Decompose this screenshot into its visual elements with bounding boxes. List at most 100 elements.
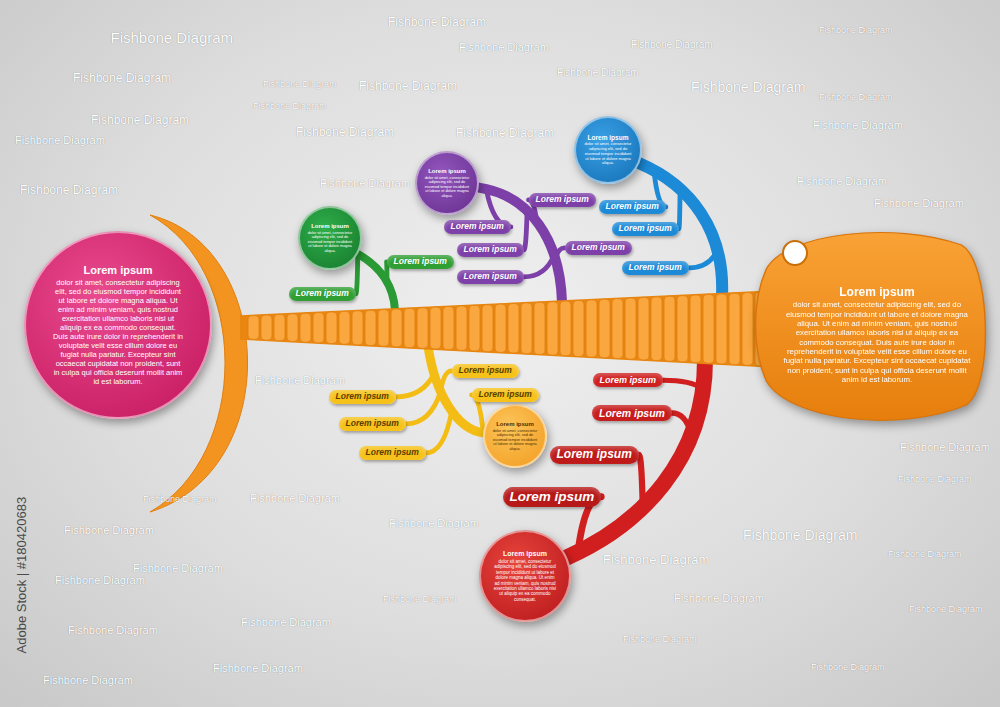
pill-label: Lorem ipsum — [557, 447, 632, 461]
cause-pill: Lorem ipsum — [339, 417, 406, 431]
watermark: Fishbone Diagram — [909, 605, 983, 615]
fish-head: Lorem ipsumdolor sit amet, consectetur a… — [752, 225, 990, 425]
watermark: Fishbone Diagram — [91, 114, 189, 127]
spine-segment — [365, 310, 376, 345]
cause-pill: Lorem ipsum — [387, 255, 454, 269]
watermark: Fishbone Diagram — [111, 30, 234, 47]
bone-twig — [358, 254, 387, 282]
spine-segment — [417, 308, 428, 349]
pill-label: Lorem ipsum — [336, 391, 389, 401]
spine-segment — [248, 316, 259, 340]
cause-pill: Lorem ipsum — [622, 261, 689, 275]
branch-circle: Lorem ipsumdolor sit amet, consectetur a… — [483, 404, 547, 468]
pill-label: Lorem ipsum — [619, 223, 672, 233]
watermark: Fishbone Diagram — [43, 674, 133, 686]
watermark: Fishbone Diagram — [213, 662, 303, 674]
watermark: Fishbone Diagram — [388, 16, 486, 29]
spine-segment — [651, 297, 662, 361]
spine-segment — [261, 315, 272, 340]
node-body: dolor sit amet, consectetur adipiscing e… — [425, 176, 470, 199]
cause-pill: Lorem ipsum — [457, 270, 524, 284]
watermark: Fishbone Diagram — [255, 374, 345, 386]
cause-pill: Lorem ipsum — [550, 446, 639, 464]
head-text: Lorem ipsumdolor sit amet, consectetur a… — [783, 286, 971, 385]
spine-segment — [677, 296, 688, 362]
spine-segment — [495, 304, 506, 352]
pill-label: Lorem ipsum — [346, 418, 399, 428]
watermark: Fishbone Diagram — [456, 127, 554, 140]
watermark: Fishbone Diagram — [15, 134, 105, 146]
spine-segment — [508, 303, 519, 353]
spine-segment — [274, 314, 285, 340]
watermark: Fishbone Diagram — [143, 495, 217, 505]
node-body: dolor sit amet, consectetur adipiscing e… — [308, 231, 353, 254]
pill-label: Lorem ipsum — [606, 201, 659, 211]
spine-segment — [482, 305, 493, 352]
spine-segment — [326, 312, 337, 344]
watermark: Fishbone Diagram — [253, 102, 327, 112]
watermark: Fishbone Diagram — [603, 553, 709, 567]
pill-label: Lorem ipsum — [296, 288, 349, 298]
node-body: dolor sit amet, consectetur adipiscing e… — [52, 278, 184, 386]
spine-segment — [638, 297, 649, 360]
spine-segment — [300, 313, 311, 342]
pill-label: Lorem ipsum — [464, 244, 517, 254]
spine-body — [240, 291, 768, 368]
watermark: Fishbone Diagram — [819, 93, 893, 103]
node-body: dolor sit amet, consectetur adipiscing e… — [493, 559, 557, 602]
watermark: Fishbone Diagram — [557, 67, 639, 78]
branch-circle: Lorem ipsumdolor sit amet, consectetur a… — [24, 231, 212, 419]
fish-eye — [782, 240, 808, 266]
spine-segment — [599, 299, 610, 358]
cause-pill: Lorem ipsum — [457, 243, 524, 257]
circle-text: Lorem ipsumdolor sit amet, consectetur a… — [493, 550, 557, 602]
watermark: Fishbone Diagram — [691, 80, 805, 95]
spine-segment — [703, 294, 714, 363]
branch-circle: Lorem ipsumdolor sit amet, consectetur a… — [298, 206, 362, 270]
pill-label: Lorem ipsum — [599, 407, 665, 419]
watermark: Fishbone Diagram — [874, 197, 964, 209]
watermark: Fishbone Diagram — [888, 550, 962, 560]
pill-label: Lorem ipsum — [479, 389, 532, 399]
watermark: Fishbone Diagram — [383, 595, 457, 605]
watermark: Fishbone Diagram — [623, 635, 697, 645]
pill-label: Lorem ipsum — [464, 271, 517, 281]
watermark: Fishbone Diagram — [743, 528, 857, 543]
node-heading: Lorem ipsum — [52, 264, 184, 277]
spine-segment — [534, 302, 545, 354]
pill-label: Lorem ipsum — [459, 365, 512, 375]
watermark: Fishbone Diagram — [389, 517, 479, 529]
watermark: Fishbone Diagram — [64, 524, 154, 536]
watermark: Fishbone Diagram — [631, 39, 713, 50]
bone-twig — [426, 411, 483, 453]
circle-text: Lorem ipsumdolor sit amet, consectetur a… — [425, 168, 470, 199]
watermark: Fishbone Diagram — [674, 592, 764, 604]
node-heading: Lorem ipsum — [308, 223, 353, 230]
cause-pill: Lorem ipsum — [503, 487, 602, 507]
bone-twig — [396, 374, 483, 433]
pill-label: Lorem ipsum — [629, 262, 682, 272]
spine-segment — [547, 302, 558, 356]
watermark: Fishbone Diagram — [68, 624, 158, 636]
spine-segment — [690, 295, 701, 363]
pill-label: Lorem ipsum — [394, 256, 447, 266]
watermark: Fishbone Diagram — [263, 80, 337, 90]
circle-text: Lorem ipsumdolor sit amet, consectetur a… — [308, 223, 353, 254]
spine-segment — [729, 293, 740, 365]
spine-segment — [287, 314, 298, 342]
spine-segment — [339, 311, 350, 344]
spine-segment — [625, 298, 636, 359]
bone-twig — [567, 413, 691, 557]
watermark: Fishbone Diagram — [898, 475, 972, 485]
cause-pill: Lorem ipsum — [289, 287, 356, 301]
watermark: Fishbone Diagram — [250, 492, 340, 504]
pill-label: Lorem ipsum — [451, 221, 504, 231]
cause-pill: Lorem ipsum — [472, 388, 539, 402]
cause-pill: Lorem ipsum — [599, 200, 666, 214]
spine-segment — [378, 310, 389, 347]
node-body: dolor sit amet, consectetur adipiscing e… — [783, 300, 971, 384]
stock-id: Adobe Stock | #180420683 — [15, 497, 29, 654]
node-heading: Lorem ipsum — [493, 421, 538, 428]
bone-twig — [639, 163, 717, 268]
